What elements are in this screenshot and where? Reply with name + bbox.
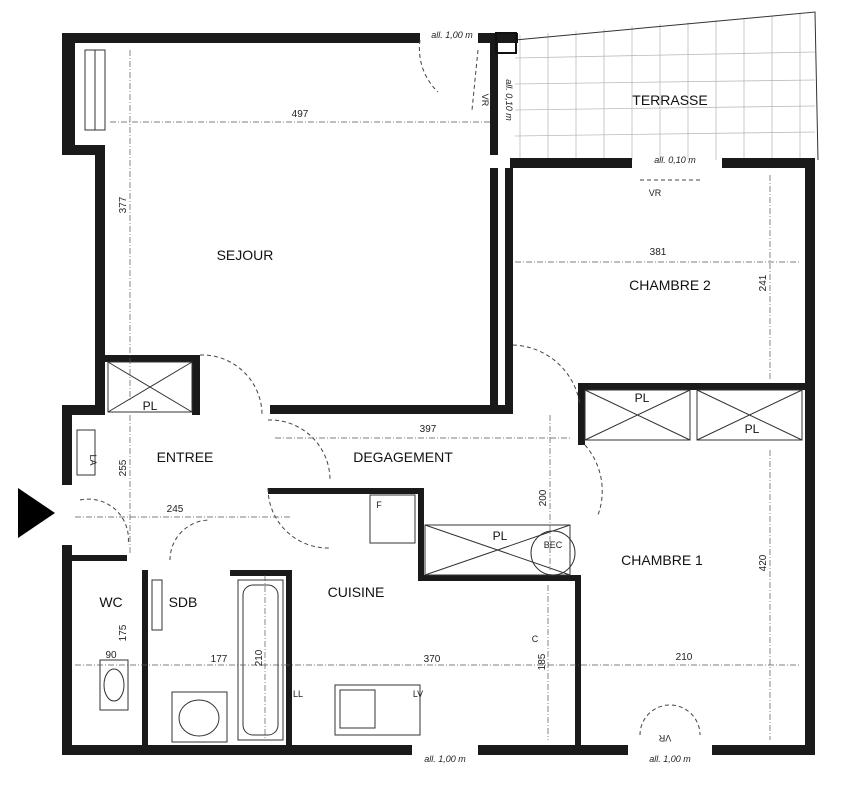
room-chambre1: CHAMBRE 1: [621, 552, 703, 568]
walls: [62, 33, 815, 755]
dim-177: 177: [211, 654, 228, 665]
window-details: [84, 32, 517, 131]
dim-200: 200: [538, 489, 549, 506]
entrance-arrow-icon: [18, 488, 55, 538]
lv-label: LV: [413, 689, 423, 699]
dim-397: 397: [420, 424, 437, 435]
all-terrace: all. 0,10 m: [654, 155, 696, 165]
closet-label-entree: PL: [143, 399, 158, 413]
room-degagement: DEGAGEMENT: [353, 449, 453, 465]
dim-185: 185: [537, 653, 548, 670]
dim-377: 377: [118, 196, 129, 213]
all-bottom-left: all. 1,00 m: [424, 754, 466, 764]
bec-label: BEC: [544, 540, 563, 550]
dim-497: 497: [292, 109, 309, 120]
room-sdb: SDB: [169, 594, 198, 610]
room-terrasse: TERRASSE: [632, 92, 707, 108]
vr-label-sejour: VR: [480, 94, 490, 107]
cooker-label: C: [532, 634, 539, 644]
room-wc: WC: [99, 594, 122, 610]
closet-label-chambre2-a: PL: [635, 391, 650, 405]
dim-370: 370: [424, 654, 441, 665]
terrace-tiles: [514, 11, 819, 161]
vr-label-chambre1: VR: [658, 733, 671, 743]
fridge-label: F: [376, 500, 382, 510]
la-label: LA: [88, 454, 98, 465]
closets: [107, 361, 803, 576]
door-swings: [79, 39, 701, 736]
vr-label-chambre2: VR: [649, 188, 662, 198]
dim-420: 420: [758, 554, 769, 571]
dim-90: 90: [105, 650, 117, 661]
dim-210-chambre1: 210: [676, 652, 693, 663]
dimension-lines: [75, 50, 800, 740]
room-chambre2: CHAMBRE 2: [629, 277, 711, 293]
ll-label: LL: [293, 689, 303, 699]
fixtures: [76, 429, 421, 743]
closet-label-degagement: PL: [493, 529, 508, 543]
room-cuisine: CUISINE: [328, 584, 385, 600]
room-entree: ENTREE: [157, 449, 214, 465]
dim-210-sdb: 210: [254, 649, 265, 666]
all-bottom-right: all. 1,00 m: [649, 754, 691, 764]
dim-245: 245: [167, 504, 184, 515]
dim-241: 241: [758, 274, 769, 291]
closet-label-chambre2-b: PL: [745, 422, 760, 436]
all-side: all. 0,10 m: [504, 79, 514, 121]
dim-381: 381: [650, 247, 667, 258]
dim-255: 255: [118, 459, 129, 476]
dim-175: 175: [118, 624, 129, 641]
room-sejour: SEJOUR: [217, 247, 274, 263]
all-top: all. 1,00 m: [431, 30, 473, 40]
